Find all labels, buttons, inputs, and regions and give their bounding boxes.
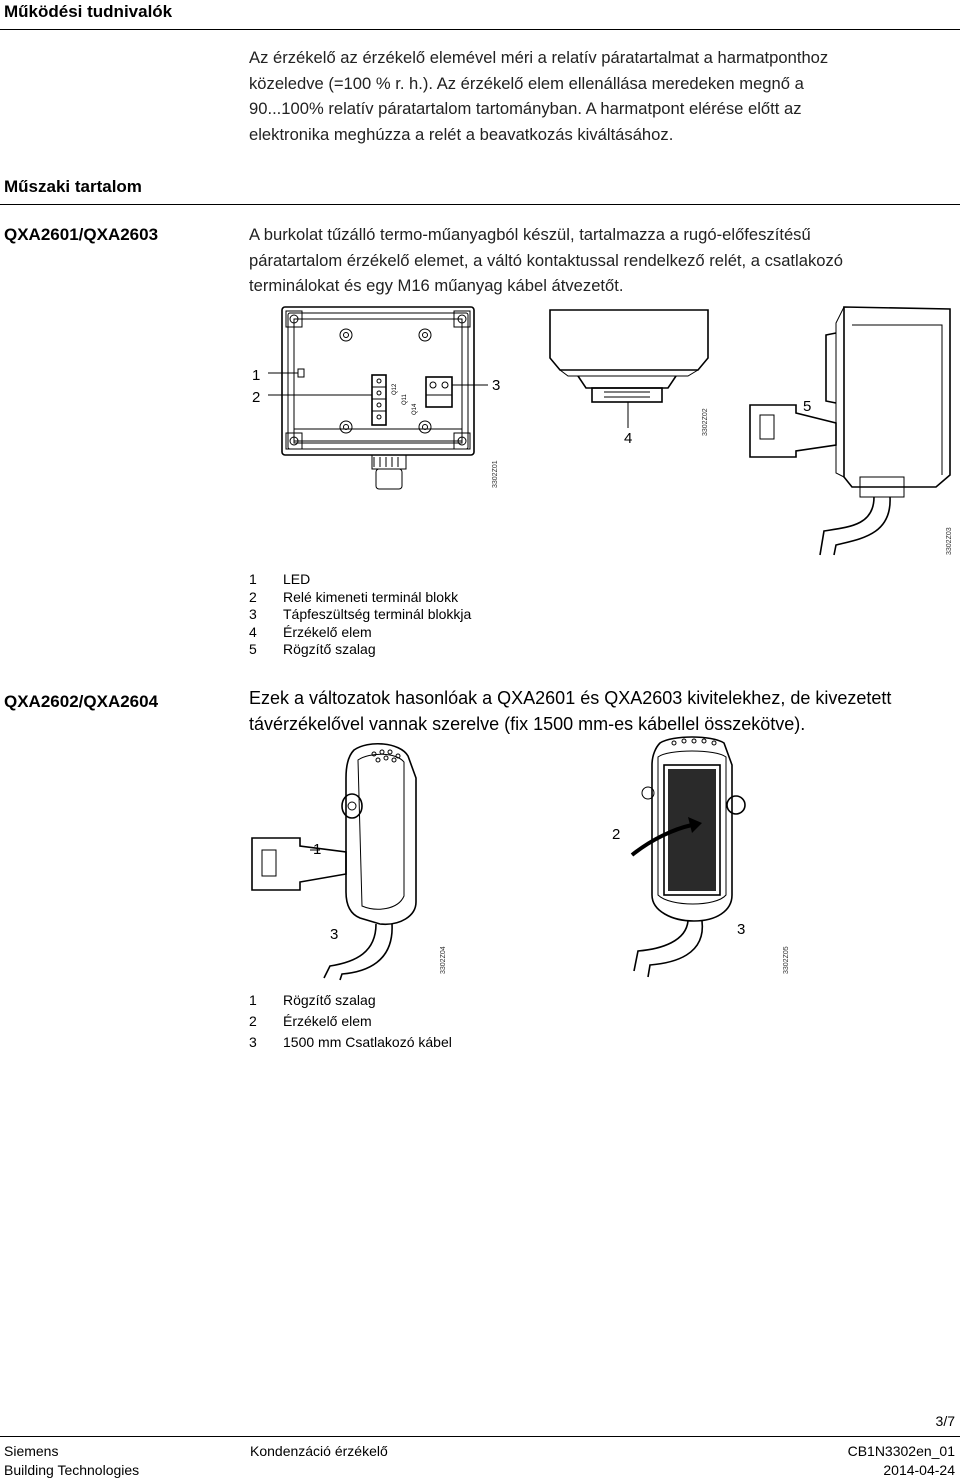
variant1-paragraph: A burkolat tűzálló termo-műanyagból kész… bbox=[249, 222, 843, 299]
callout-number: 5 bbox=[803, 398, 812, 415]
legend-number: 5 bbox=[249, 641, 257, 658]
figure-sensor-element bbox=[549, 309, 709, 428]
figure-code: 3302Z02 bbox=[702, 408, 709, 436]
callout-number: 4 bbox=[624, 430, 633, 447]
terminal-label: Q12 bbox=[392, 383, 398, 395]
footer-product: Kondenzáció érzékelő bbox=[250, 1443, 388, 1459]
model-title-2: QXA2602/QXA2604 bbox=[4, 692, 159, 711]
text-line: Az érzékelő az érzékelő elemével méri a … bbox=[249, 48, 829, 67]
model-title-1: QXA2601/QXA2603 bbox=[4, 225, 159, 244]
callout-number: 3 bbox=[737, 921, 746, 938]
legend-text: Érzékelő elem bbox=[283, 623, 372, 640]
variant2-paragraph: Ezek a változatok hasonlóak a QXA2601 és… bbox=[249, 685, 891, 737]
legend-number: 3 bbox=[249, 606, 257, 623]
legend-text: Érzékelő elem bbox=[283, 1013, 372, 1029]
text-line: A burkolat tűzálló termo-műanyagból kész… bbox=[249, 225, 811, 244]
callout-number: 1 bbox=[313, 841, 322, 858]
section-title-operating: Működési tudnivalók bbox=[4, 2, 173, 21]
terminal-label: Q14 bbox=[412, 403, 418, 415]
text-line: 90...100% relatív páratartalom tartomány… bbox=[249, 99, 802, 118]
legend-variant2: 1 Rögzítő szalag 2 Érzékelő elem 3 1500 mm … bbox=[249, 990, 452, 1053]
legend-text: Tápfeszültség terminál blokkja bbox=[283, 606, 472, 623]
figure-open-housing: Q12 Q11 Q14 bbox=[268, 306, 488, 490]
text-line: terminálokat és egy M16 műanyag kábel át… bbox=[249, 276, 624, 295]
legend-number: 4 bbox=[249, 623, 257, 640]
callout-number: 2 bbox=[612, 826, 621, 843]
figure-remote-sensor-open bbox=[630, 736, 746, 978]
legend-text: Relé kimeneti terminál blokk bbox=[283, 588, 459, 605]
footer-company: Siemens bbox=[4, 1443, 59, 1459]
legend-number: 2 bbox=[249, 1013, 257, 1029]
footer-doc-id: CB1N3302en_01 bbox=[847, 1443, 955, 1459]
figure-side-strap bbox=[749, 306, 951, 556]
legend-number: 1 bbox=[249, 571, 257, 587]
figure-code: 3302Z04 bbox=[440, 946, 447, 974]
callout-number: 2 bbox=[252, 389, 261, 406]
terminal-label: Q11 bbox=[402, 393, 408, 405]
footer-divider bbox=[0, 1436, 960, 1437]
callout-number: 3 bbox=[492, 377, 501, 394]
text-line: távérzékelővel vannak szerelve (fix 1500… bbox=[249, 714, 806, 734]
callout-number: 1 bbox=[252, 367, 261, 384]
legend-item: 2 Érzékelő elem bbox=[249, 1011, 452, 1032]
page-number: 3/7 bbox=[935, 1413, 955, 1429]
legend-item: 2 Relé kimeneti terminál blokk bbox=[249, 589, 471, 607]
figure-code: 3302Z03 bbox=[946, 527, 953, 555]
legend-number: 1 bbox=[249, 992, 257, 1008]
legend-item: 1 LED bbox=[249, 571, 471, 589]
callout-number: 3 bbox=[330, 926, 339, 943]
legend-item: 3 Tápfeszültség terminál blokkja bbox=[249, 606, 471, 624]
text-line: elektronika meghúzza a relét a beavatkoz… bbox=[249, 124, 674, 144]
figure-code: 3302Z05 bbox=[783, 946, 790, 974]
section-divider bbox=[0, 29, 960, 30]
legend-text: Rögzítő szalag bbox=[283, 992, 376, 1008]
footer-date: 2014-04-24 bbox=[883, 1462, 955, 1478]
legend-item: 4 Érzékelő elem bbox=[249, 624, 471, 642]
section-divider bbox=[0, 204, 960, 205]
section-title-technical: Műszaki tartalom bbox=[4, 177, 142, 196]
text-line: közeledve (=100 % r. h.). Az érzékelő el… bbox=[249, 73, 804, 93]
legend-variant1: 1 LED 2 Relé kimeneti terminál blokk 3 Tápf… bbox=[249, 571, 471, 659]
figure-code: 3302Z01 bbox=[492, 460, 499, 488]
footer-division: Building Technologies bbox=[4, 1462, 140, 1478]
text-line: Ezek a változatok hasonlóak a QXA2601 és… bbox=[249, 688, 892, 708]
text-line: páratartalom érzékelő elemet, a váltó ko… bbox=[249, 250, 843, 270]
legend-text: 1500 mm Csatlakozó kábel bbox=[283, 1034, 452, 1050]
legend-text: LED bbox=[283, 571, 311, 587]
legend-item: 5 Rögzítő szalag bbox=[249, 641, 471, 659]
operating-paragraph: Az érzékelő az érzékelő elemével méri a … bbox=[249, 45, 828, 147]
legend-number: 3 bbox=[249, 1034, 257, 1050]
legend-number: 2 bbox=[249, 588, 257, 605]
legend-item: 3 1500 mm Csatlakozó kábel bbox=[249, 1032, 452, 1053]
legend-text: Rögzítő szalag bbox=[283, 641, 376, 658]
legend-item: 1 Rögzítő szalag bbox=[249, 990, 452, 1011]
figure-remote-sensor-strap bbox=[251, 742, 417, 981]
